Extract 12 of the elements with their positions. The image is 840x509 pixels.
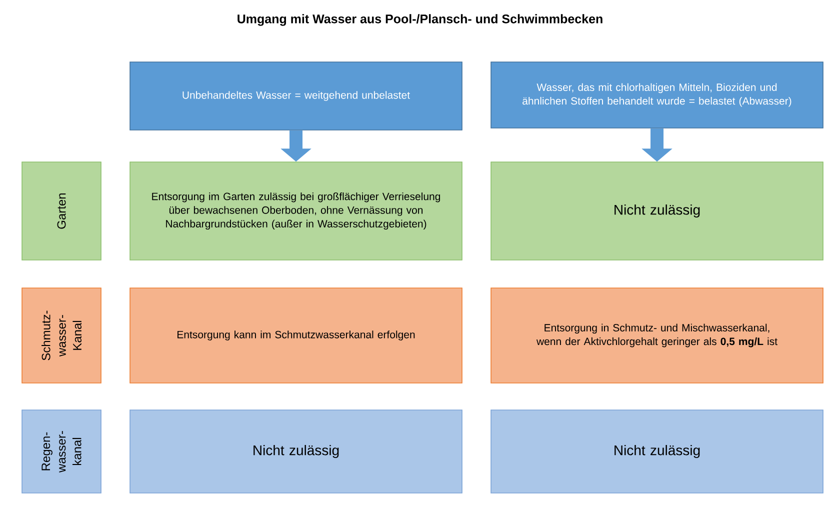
cell-box: Nicht zulässig	[490, 410, 824, 494]
title: Umgang mit Wasser aus Pool-/Plansch- und Schwimmbecken	[238, 14, 602, 26]
cell-box: Entsorgung im Garten zulässig bei großflächiger Verrieselung über bewachsenen Oberboden, ohne Vernässung von Nachbargrundstücken (außer in Wasserschutzgebieten)	[130, 162, 462, 260]
cell-box: Entsorgung kann im Schmutzwasserkanal erfolgen	[130, 288, 462, 384]
cell-box: Nicht zulässig	[490, 162, 824, 260]
row-label: Schmutz- wasser- Kanal	[22, 288, 102, 384]
cell-box: Nicht zulässig	[130, 410, 462, 494]
row-label: Regen- wasser- kanal	[22, 410, 102, 494]
row-label: Garten	[22, 162, 102, 260]
header-box: Unbehandeltes Wasser = weitgehend unbelastet	[130, 62, 462, 130]
header-box: Wasser, das mit chlorhaltigen Mitteln, Bioziden und ähnlichen Stoffen behandelt wurde = belastet (Abwasser)	[490, 62, 824, 128]
cell-box: Entsorgung in Schmutz- und Mischwasserkanal, wenn der Aktivchlorgehalt geringer als 0,5 mg/L ist	[490, 288, 824, 384]
